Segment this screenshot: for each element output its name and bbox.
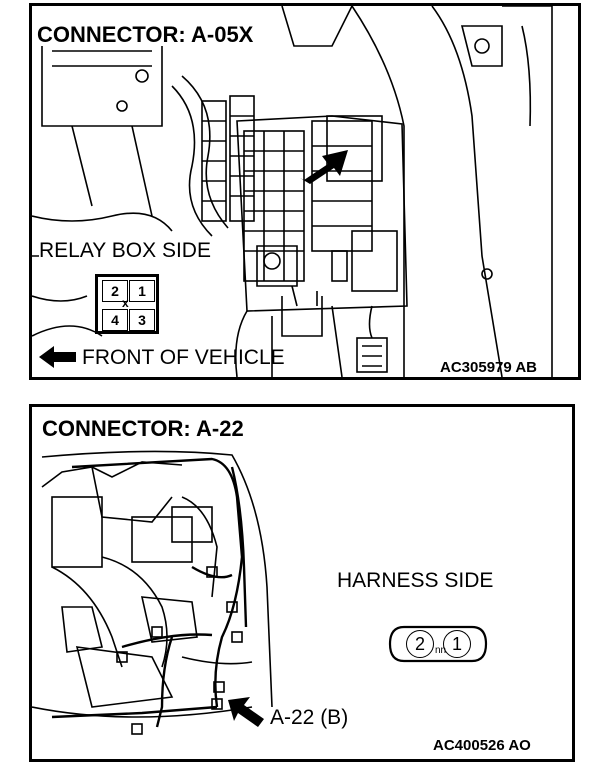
- panel1-figure-code: AC305979 AB: [440, 359, 537, 376]
- harness-pin-2: 2: [406, 630, 434, 658]
- panel2-figure-code: AC400526 AO: [433, 737, 531, 754]
- pin-1: 1: [129, 280, 155, 302]
- pin-2: 2: [102, 280, 128, 302]
- panel1-title: CONNECTOR: A-05X: [37, 22, 254, 47]
- connector-outline: [388, 625, 488, 663]
- a22-pointer-arrow: [228, 697, 264, 727]
- harness-side-label: HARNESS SIDE: [337, 569, 494, 592]
- x-mark: x: [122, 296, 129, 310]
- relay-box-illustration: [32, 6, 553, 377]
- relay-box-side-label: RELAY BOX SIDE: [39, 239, 211, 262]
- pin-4: 4: [102, 309, 128, 331]
- connector-a05x-panel: CONNECTOR: A-05X RELAY BOX SIDE 2 1 4 3 …: [29, 3, 581, 380]
- a22-callout-label: A-22 (B): [270, 706, 349, 729]
- harness-pin-1: 1: [443, 630, 471, 658]
- pointer-arrow: [300, 150, 348, 184]
- connector-a22-panel: CONNECTOR: A-22 HARNESS SIDE 2 1 nn A-22…: [29, 404, 575, 762]
- engine-bay-illustration: [32, 450, 273, 735]
- harness-connector-face: 2 1 nn: [388, 625, 488, 663]
- relay-box-connector-face: 2 1 4 3 x: [95, 274, 159, 334]
- pin-gap-mark: nn: [435, 645, 447, 656]
- front-arrow-icon: [39, 346, 76, 368]
- front-of-vehicle-label: FRONT OF VEHICLE: [82, 346, 285, 369]
- panel2-title: CONNECTOR: A-22: [42, 416, 244, 441]
- pin-3: 3: [129, 309, 155, 331]
